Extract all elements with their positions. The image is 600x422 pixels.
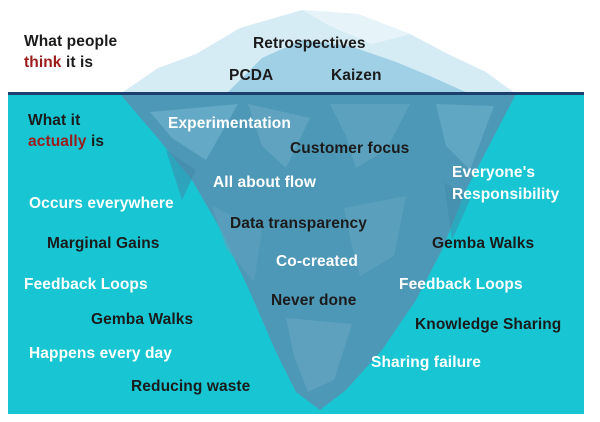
right-item: Everyone's Responsibility [452,164,560,203]
left-item: Marginal Gains [47,235,160,252]
perceived-heading: What people think it is [24,31,117,73]
left-item: Occurs everywhere [29,195,174,212]
iceberg-item: Experimentation [168,115,291,132]
tip-item: PCDA [229,67,274,84]
perceived-heading-line2: think it is [24,52,117,73]
iceberg-facet [344,196,406,276]
iceberg-facet [330,104,410,168]
right-item: Gemba Walks [432,235,535,252]
iceberg-tip-facet [302,10,410,44]
iceberg-body [120,94,516,410]
left-item: Reducing waste [131,378,251,395]
left-item: Gemba Walks [91,311,194,328]
perceived-emphasis: think [24,54,62,71]
iceberg-facet [150,104,238,160]
iceberg-facet [444,182,470,240]
perceived-heading-rest: it is [61,54,94,71]
actual-heading-line2: actually is [28,131,104,152]
iceberg-item: Never done [271,292,357,309]
iceberg-item: All about flow [213,174,316,191]
water-line [8,92,584,95]
right-item: Knowledge Sharing [415,316,562,333]
iceberg-item: Co-created [276,253,358,270]
right-item: Feedback Loops [399,276,523,293]
iceberg-facet [166,150,196,200]
tip-item: Kaizen [331,67,382,84]
left-item: Feedback Loops [24,276,148,293]
iceberg-facet [286,318,352,392]
perceived-heading-line1: What people [24,33,118,50]
tip-item: Retrospectives [253,35,366,52]
right-item: Sharing failure [371,354,482,371]
actual-heading-line1: What it [28,112,81,129]
iceberg-facet [436,104,494,170]
actual-emphasis: actually [28,133,87,150]
iceberg-item: Data transparency [230,215,367,232]
actual-heading: What it actually is [28,110,104,152]
actual-heading-rest: is [86,133,105,150]
iceberg-tip-shade [226,40,470,94]
iceberg-facet [212,206,262,282]
iceberg-facet [248,104,310,168]
iceberg-item: Customer focus [290,140,410,157]
left-item: Happens every day [29,345,172,362]
